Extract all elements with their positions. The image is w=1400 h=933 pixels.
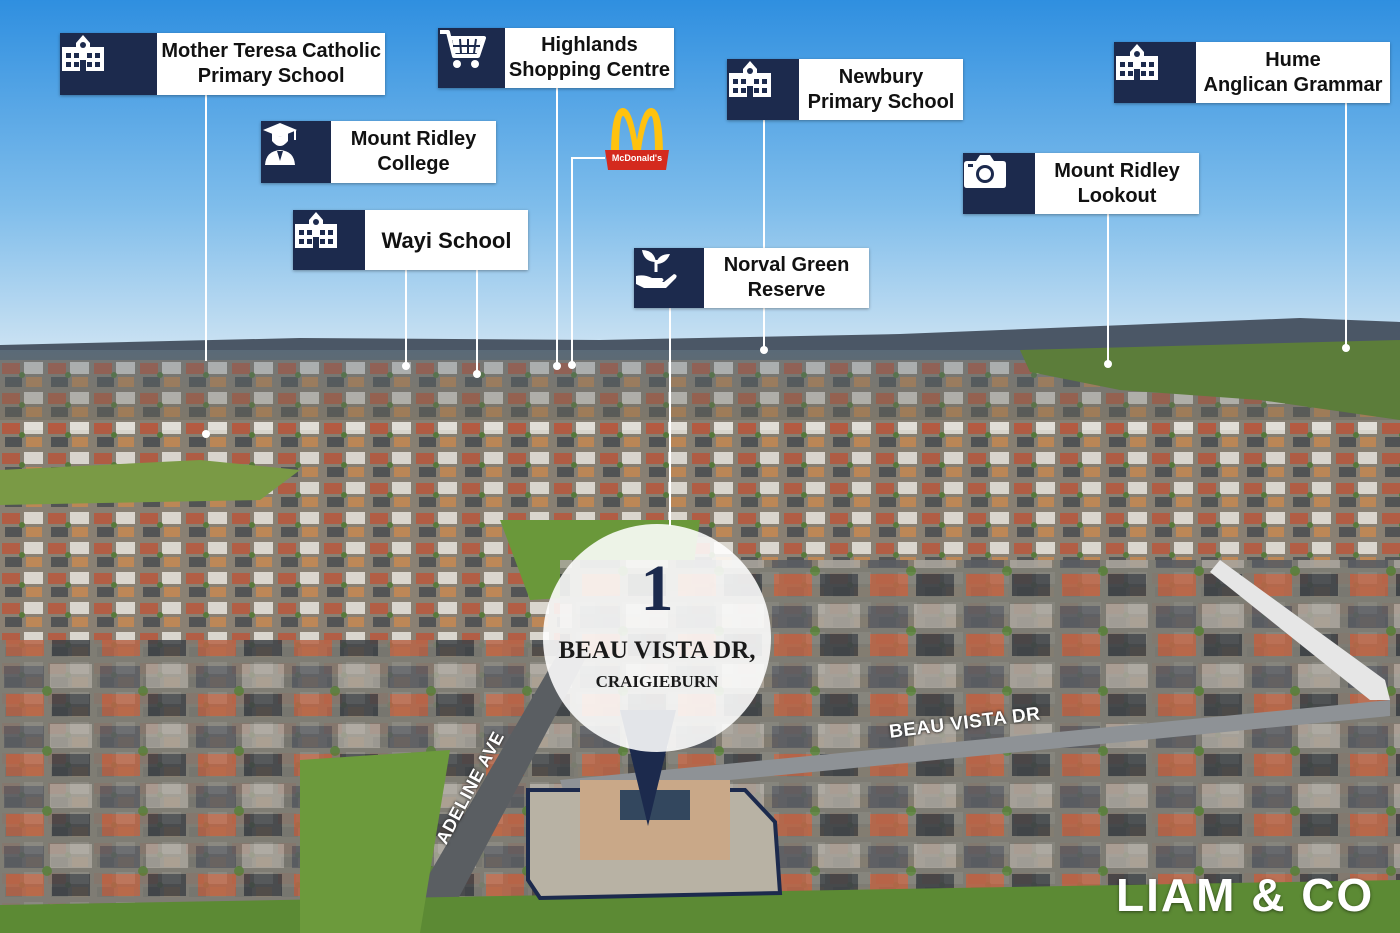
property-number: 1	[640, 552, 674, 625]
property-street: BEAU VISTA DR,	[558, 637, 756, 664]
pin-line-mount-ridley-college	[405, 270, 407, 366]
pin-line-hume-anglican	[1345, 102, 1347, 348]
label-line: Wayi School	[381, 227, 512, 253]
label-line: Newbury	[838, 65, 924, 88]
pin-dot-newbury	[760, 346, 768, 354]
school-icon	[727, 59, 799, 120]
pin-dot-wayi-school	[473, 370, 481, 378]
pin-dot-mother-teresa	[202, 430, 210, 438]
pin-dot-mount-ridley-lookout	[1104, 360, 1112, 368]
label-line: Mount Ridley	[350, 128, 477, 150]
label-wayi-school: Wayi School	[293, 210, 528, 270]
school-icon	[1114, 42, 1196, 103]
school-icon	[293, 210, 365, 270]
label-line: Anglican Grammar	[1203, 73, 1383, 96]
pin-connector-mcdonalds	[571, 157, 605, 159]
label-line: Hume	[1265, 48, 1321, 71]
label-line: Mother Teresa Catholic	[161, 40, 381, 62]
pin-line-mount-ridley-lookout	[1107, 212, 1109, 364]
property-suburb: CRAIGIEBURN	[595, 672, 719, 691]
label-line: Shopping Centre	[508, 59, 670, 81]
label-line: Norval Green	[723, 254, 850, 276]
plant-in-hand-icon	[634, 248, 704, 308]
label-line: Primary School	[807, 90, 955, 113]
mcdonalds-logo: McDonald's	[603, 106, 671, 172]
pin-dot-highlands	[553, 362, 561, 370]
pin-line-norval-green	[669, 308, 671, 526]
brand-logo: LIAM & CO	[1116, 869, 1375, 921]
mcdonalds-text: McDonald's	[611, 153, 663, 163]
property-marker: 1 BEAU VISTA DR, CRAIGIEBURN	[543, 524, 771, 752]
pin-line-wayi-school	[476, 270, 478, 374]
pin-line-highlands	[556, 88, 558, 366]
label-line: Mount Ridley	[1054, 159, 1180, 182]
camera-icon	[963, 153, 1035, 214]
label-line: Primary School	[197, 65, 345, 87]
pin-dot-mount-ridley-college	[402, 362, 410, 370]
pin-dot-mcdonalds	[568, 361, 576, 369]
shopping-cart-icon	[438, 28, 505, 88]
label-line: Lookout	[1077, 184, 1157, 207]
pin-dot-hume-anglican	[1342, 344, 1350, 352]
label-line: Reserve	[747, 279, 826, 301]
graduate-icon	[261, 121, 331, 183]
label-line: College	[377, 153, 450, 175]
pin-line-mother-teresa	[205, 95, 207, 361]
pin-line-mcdonalds	[571, 157, 573, 365]
label-line: Highlands	[541, 34, 638, 56]
pin-line-newbury	[763, 120, 765, 350]
school-icon	[60, 33, 158, 95]
